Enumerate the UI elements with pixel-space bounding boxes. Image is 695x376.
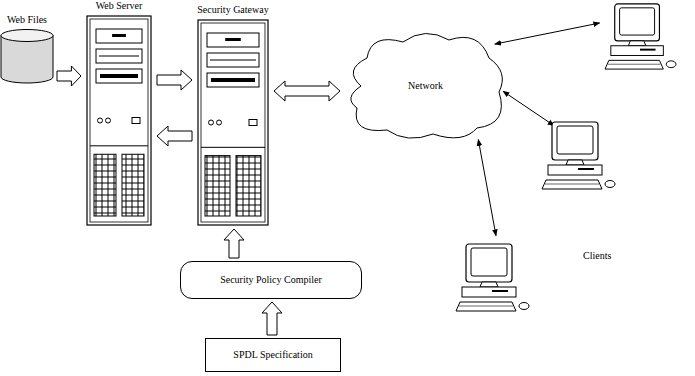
db-illustration — [0, 29, 54, 84]
group-label: Clients — [583, 250, 611, 262]
client-computer — [538, 118, 618, 194]
comp-illustration — [452, 234, 532, 322]
database-cylinder: Web Files — [0, 14, 54, 84]
block-arrow — [157, 70, 192, 90]
client-computer — [598, 2, 682, 72]
block-arrow — [157, 126, 192, 146]
comp-illustration — [538, 118, 618, 194]
link-arrow — [495, 23, 600, 44]
node-label: Network — [408, 80, 443, 92]
block-arrow — [224, 229, 244, 258]
compiler-box: Security Policy Compiler — [180, 261, 362, 299]
block-arrow — [57, 66, 81, 86]
block-arrow — [262, 302, 282, 335]
node-label: SPDL Specification — [233, 349, 312, 361]
node-label: Security Policy Compiler — [220, 274, 322, 286]
network-cloud: Network — [343, 28, 508, 143]
tower-illustration — [84, 15, 154, 226]
node-heading: Web Server — [84, 0, 154, 12]
block-arrow — [274, 81, 340, 101]
client-computer — [452, 234, 532, 322]
node-heading: Security Gateway — [195, 4, 271, 16]
gateway-tower: Security Gateway — [195, 4, 271, 226]
link-arrow — [478, 140, 496, 236]
spec-box: SPDL Specification — [205, 338, 341, 372]
link-arrow — [503, 91, 554, 125]
tower-illustration — [195, 19, 271, 226]
server-tower: Web Server — [84, 0, 154, 226]
comp-illustration — [598, 2, 682, 72]
node-heading: Web Files — [0, 14, 54, 26]
